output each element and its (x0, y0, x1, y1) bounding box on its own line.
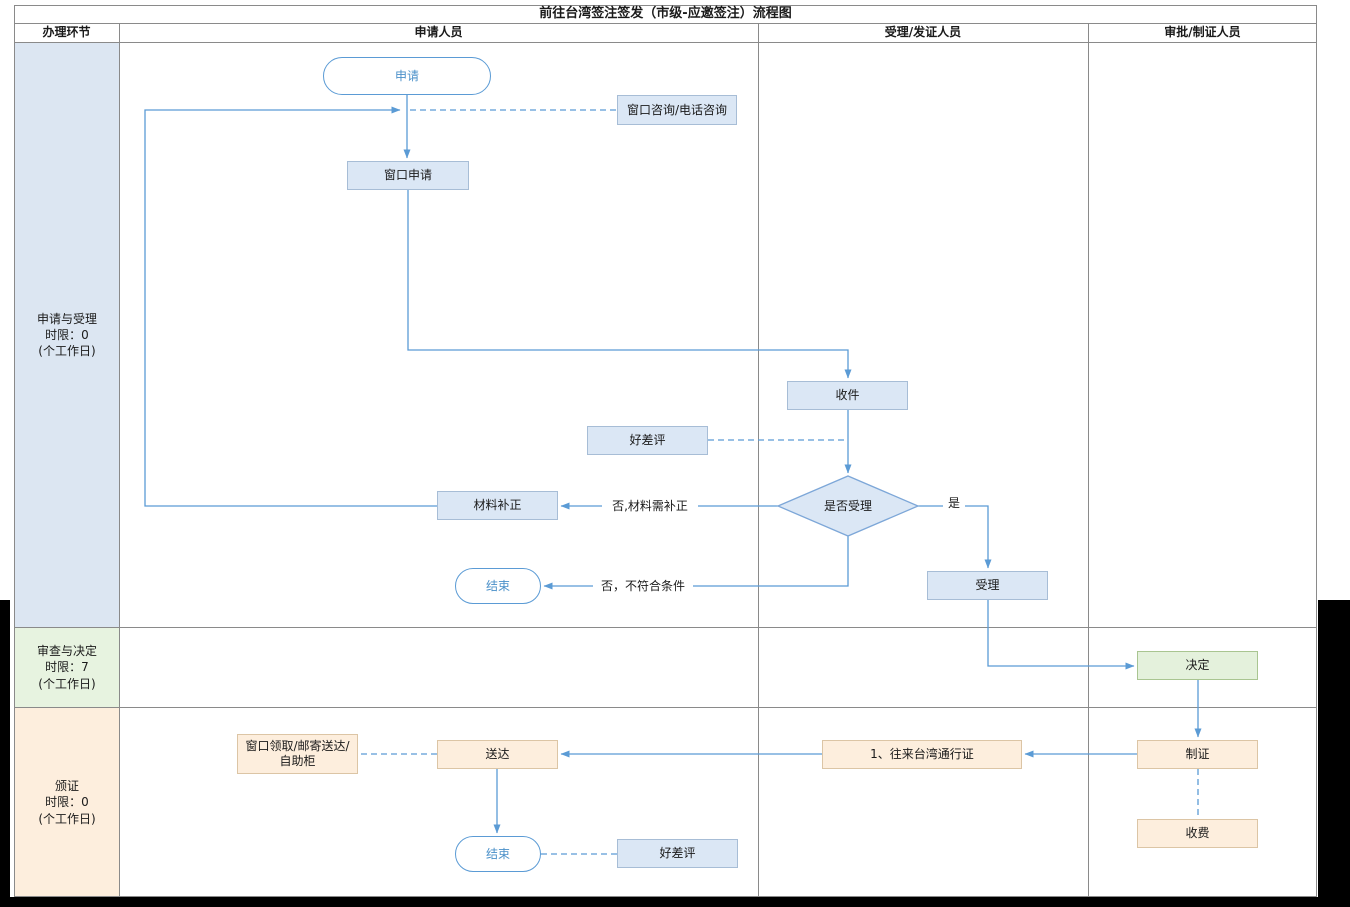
node-accept-decision: 是否受理 (823, 498, 872, 513)
letterbox-right (1318, 600, 1350, 897)
node-make-cert: 制证 (1137, 740, 1258, 769)
edge-accept-to-decide (987, 600, 1135, 670)
node-window-apply: 窗口申请 (347, 161, 469, 190)
lane-label-apply-accept: 申请与受理 时限：0 (个工作日) (15, 43, 119, 627)
edge-label-no-reject: 否，不符合条件 (593, 579, 693, 593)
edge-supplement-loop-back (144, 106, 437, 507)
edge-label-yes: 是 (943, 496, 965, 510)
edge-window-apply-to-receive (407, 190, 852, 379)
grid-line-col3 (1088, 23, 1089, 897)
node-receive: 收件 (787, 381, 908, 410)
table-outline (14, 5, 1317, 897)
header-applicant: 申请人员 (414, 25, 463, 40)
edge-label-no-supplement: 否,材料需补正 (602, 499, 698, 513)
node-end-top: 结束 (455, 568, 541, 604)
node-decide: 决定 (1137, 651, 1258, 680)
grid-line-header-bottom (14, 42, 1317, 43)
node-apply: 申请 (323, 57, 491, 95)
decision-diamond-shape (776, 475, 920, 537)
diagram-title: 前往台湾签注签发（市级-应邀签注）流程图 (539, 6, 792, 22)
edge-decision-to-accept (918, 505, 992, 569)
node-supplement: 材料补正 (437, 491, 558, 520)
grid-line-col1 (119, 23, 120, 897)
grid-line-lane2-bottom (14, 707, 1317, 708)
node-consult: 窗口咨询/电话咨询 (617, 95, 737, 125)
node-end-bottom: 结束 (455, 836, 541, 872)
node-pickup: 窗口领取/邮寄送达/ 自助柜 (237, 734, 358, 774)
header-acceptor: 受理/发证人员 (884, 25, 962, 40)
lane-label-issue: 颁证 时限：0 (个工作日) (15, 708, 119, 897)
node-accept: 受理 (927, 571, 1048, 600)
header-approver: 审批/制证人员 (1164, 25, 1241, 40)
header-stage: 办理环节 (42, 25, 91, 40)
lane-label-review-decide: 审查与决定 时限：7 (个工作日) (15, 628, 119, 707)
edge-decision-to-end-top (543, 536, 849, 590)
node-rating-bottom: 好差评 (617, 839, 738, 868)
letterbox-left (0, 600, 10, 897)
grid-line-title-bottom (14, 23, 1317, 24)
node-deliver: 送达 (437, 740, 558, 769)
node-fee: 收费 (1137, 819, 1258, 848)
letterbox-bottom (0, 897, 1350, 907)
node-rating-top: 好差评 (587, 426, 708, 455)
grid-line-lane1-bottom (14, 627, 1317, 628)
node-permit: 1、往来台湾通行证 (822, 740, 1022, 769)
grid-line-col2 (758, 23, 759, 897)
